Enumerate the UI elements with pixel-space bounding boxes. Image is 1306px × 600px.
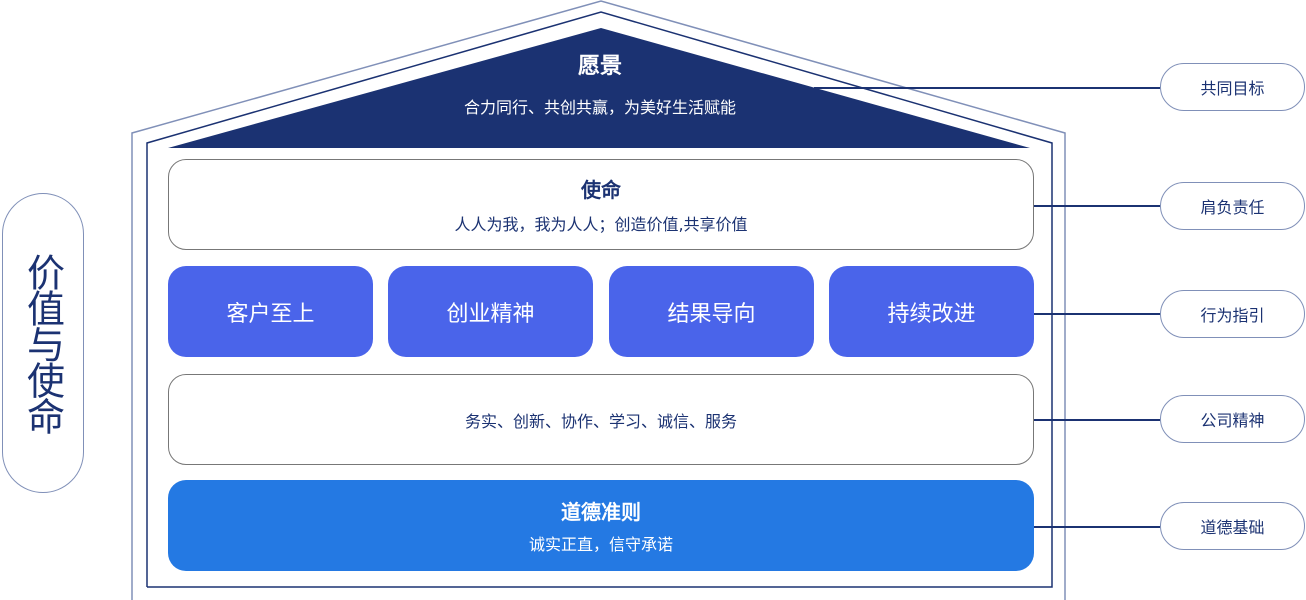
value-card: 创业精神 bbox=[388, 266, 593, 357]
vision-text: 合力同行、共创共赢，为美好生活赋能 bbox=[463, 98, 736, 117]
value-card: 持续改进 bbox=[829, 266, 1034, 357]
spirit-box: 务实、创新、协作、学习、诚信、服务 bbox=[168, 374, 1034, 465]
label-behavior-guide: 行为指引 bbox=[1160, 290, 1305, 338]
mission-box: 使命 人人为我，我为人人；创造价值,共享价值 bbox=[168, 159, 1034, 250]
label-responsibility: 肩负责任 bbox=[1160, 182, 1305, 230]
ethics-box: 道德准则 诚实正直，信守承诺 bbox=[168, 480, 1034, 571]
connector-line bbox=[1034, 526, 1160, 528]
side-title: 价值与使命 bbox=[2, 193, 84, 493]
value-card: 结果导向 bbox=[609, 266, 814, 357]
connector-line bbox=[814, 87, 1160, 89]
connector-line bbox=[1034, 419, 1160, 421]
ethics-title: 道德准则 bbox=[561, 500, 641, 524]
ethics-text: 诚实正直，信守承诺 bbox=[528, 535, 673, 554]
spirit-text: 务实、创新、协作、学习、诚信、服务 bbox=[464, 411, 737, 431]
label-ethics-foundation: 道德基础 bbox=[1160, 502, 1305, 550]
mission-title: 使命 bbox=[581, 178, 621, 202]
connector-line bbox=[1034, 313, 1160, 315]
vision-title: 愿景 bbox=[577, 54, 622, 79]
label-common-goal: 共同目标 bbox=[1160, 63, 1305, 111]
side-title-text: 价值与使命 bbox=[20, 253, 65, 433]
connector-line bbox=[1034, 205, 1160, 207]
mission-text: 人人为我，我为人人；创造价值,共享价值 bbox=[454, 215, 748, 234]
label-company-spirit: 公司精神 bbox=[1160, 395, 1305, 443]
value-card: 客户至上 bbox=[168, 266, 373, 357]
